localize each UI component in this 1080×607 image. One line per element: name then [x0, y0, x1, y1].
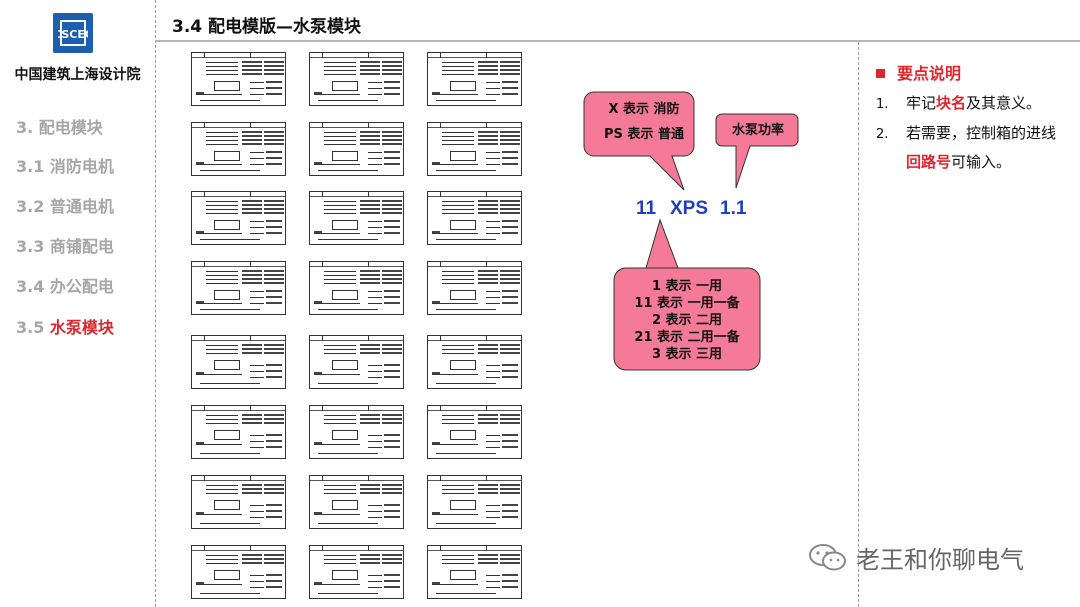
key-point-2-pre: 若需要，控制箱的进线: [906, 124, 1057, 142]
diagram-thumbnail: [309, 261, 404, 315]
callout-count-line4: 21 表示 二用一备: [634, 330, 740, 345]
key-point-1: 1. 牢记块名及其意义。: [876, 92, 1041, 113]
diagram-thumbnail: [427, 545, 522, 599]
diagram-thumbnail: [191, 52, 286, 106]
sidebar: CSCEC 中国建筑上海设计院 3. 配电模块 3.1 消防电机 3.2 普通电…: [0, 0, 155, 607]
nav-prefix: 3.3: [16, 237, 50, 256]
nav-item-normal-motor[interactable]: 3.2 普通电机: [16, 193, 114, 217]
nav-label: 消防电机: [49, 157, 114, 176]
callout-power-label: 水泵功率: [731, 123, 784, 138]
diagram-thumbnail: [309, 122, 404, 176]
code-count: 11: [636, 198, 657, 219]
nav-item-fire-motor[interactable]: 3.1 消防电机: [16, 153, 114, 177]
nav-prefix: 3.: [16, 118, 39, 137]
diagram-thumbnail: [427, 52, 522, 106]
code-type: XPS: [670, 198, 709, 219]
sidebar-divider: [155, 0, 156, 607]
diagram-thumbnail: [191, 545, 286, 599]
diagram-thumbnail: [191, 191, 286, 245]
right-divider: [858, 42, 859, 607]
key-point-2-num: 2.: [876, 127, 889, 142]
key-point-2: 2. 若需要，控制箱的进线: [876, 122, 1056, 143]
nav-label: 普通电机: [49, 197, 114, 216]
key-point-2-red: 回路号: [906, 153, 952, 171]
wechat-icon: [809, 543, 846, 570]
svg-text:CSCEC: CSCEC: [58, 28, 88, 41]
nav-label: 商铺配电: [49, 237, 114, 256]
key-point-1-pre: 牢记: [906, 94, 937, 112]
code-power: 1.1: [720, 198, 747, 219]
diagram-thumbnail: [427, 405, 522, 459]
diagram-thumbnail: [309, 191, 404, 245]
diagram-thumbnail: [309, 52, 404, 106]
callout-count-line2: 11 表示 一用一备: [634, 296, 740, 311]
key-points-heading-text: 要点说明: [897, 64, 962, 83]
callout-graphics: [583, 91, 799, 371]
diagram-thumbnail: [309, 335, 404, 389]
nav-label: 水泵模块: [49, 318, 114, 337]
nav-prefix: 3.2: [16, 197, 50, 216]
nav-item-power-module[interactable]: 3. 配电模块: [16, 114, 103, 138]
diagram-thumbnail: [427, 122, 522, 176]
callout-count-line5: 3 表示 三用: [651, 347, 723, 362]
key-points-heading: 要点说明: [876, 60, 961, 84]
callout-power-bubble: [715, 113, 799, 189]
key-point-1-num: 1.: [876, 97, 889, 112]
nav-label: 配电模块: [38, 118, 103, 137]
callout-type-line2: PS 表示 普通: [604, 127, 684, 142]
logo-mark-icon: CSCEC: [58, 20, 88, 46]
key-point-1-red: 块名: [936, 94, 967, 112]
square-bullet-icon: [876, 69, 885, 78]
callout-count-bubble: [613, 218, 761, 371]
callout-count-line3: 2 表示 二用: [651, 313, 723, 328]
header-rule: [155, 40, 1080, 42]
diagram-thumbnail: [191, 122, 286, 176]
key-point-2-post: 可输入。: [951, 153, 1012, 171]
nav-label: 办公配电: [49, 277, 114, 296]
diagram-thumbnail: [191, 475, 286, 529]
nav-prefix: 3.4: [16, 277, 50, 296]
page-title: 3.4 配电模版—水泵模块: [172, 17, 362, 37]
callout-type-bubble: [583, 91, 695, 191]
diagram-thumbnail: [427, 261, 522, 315]
callout-count-line1: 1 表示 一用: [651, 279, 723, 294]
key-point-2-continued: 回路号可输入。: [906, 151, 1011, 172]
diagram-thumbnail: [191, 335, 286, 389]
company-logo: CSCEC: [53, 13, 93, 53]
nav-prefix: 3.5: [16, 318, 50, 337]
diagram-thumbnail: [309, 405, 404, 459]
diagram-thumbnail: [191, 405, 286, 459]
nav-item-pump-module[interactable]: 3.5 水泵模块: [16, 314, 114, 338]
callout-type-line1: X 表示 消防: [608, 102, 680, 117]
diagram-thumbnail: [309, 475, 404, 529]
key-point-1-post: 及其意义。: [966, 94, 1042, 112]
nav-prefix: 3.1: [16, 157, 50, 176]
diagram-thumbnail: [309, 545, 404, 599]
watermark: 老王和你聊电气: [808, 540, 1024, 575]
watermark-text: 老王和你聊电气: [856, 546, 1024, 574]
nav-item-office-power[interactable]: 3.4 办公配电: [16, 273, 114, 297]
nav-item-shop-power[interactable]: 3.3 商铺配电: [16, 233, 114, 257]
diagram-thumbnail: [191, 261, 286, 315]
diagram-thumbnail: [427, 475, 522, 529]
org-name: 中国建筑上海设计院: [14, 67, 141, 83]
diagram-thumbnail: [427, 335, 522, 389]
diagram-thumbnail: [427, 191, 522, 245]
